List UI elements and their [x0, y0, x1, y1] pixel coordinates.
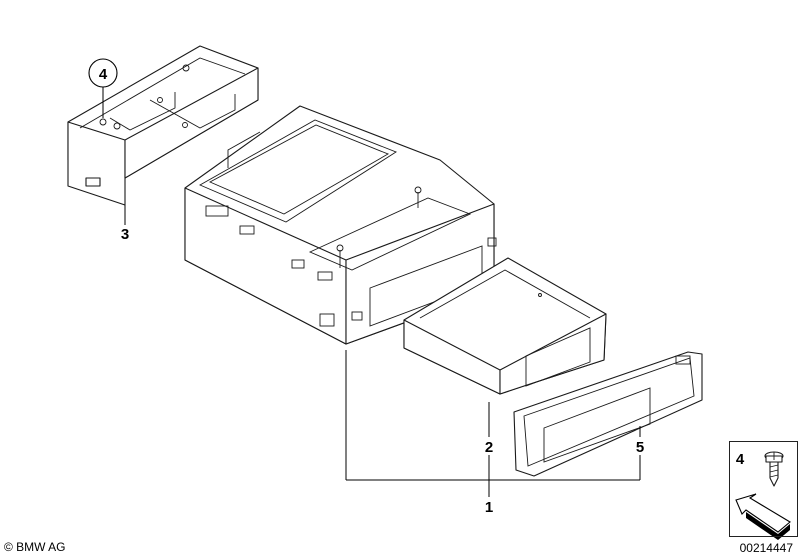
legend-arrow-icon [735, 493, 791, 540]
leader-lines [102, 86, 641, 497]
main-unit [184, 105, 497, 345]
legend-screw: 4 [736, 451, 784, 487]
part-2-label: 2 [485, 439, 493, 456]
copyright-text: © BMW AG [4, 540, 66, 554]
mounting-bracket [67, 45, 259, 206]
tray [403, 257, 607, 395]
part-5-label: 5 [636, 439, 644, 456]
legend-box [729, 441, 798, 537]
part-callouts: 4 3 2 5 1 [88, 58, 644, 516]
document-number: 00214447 [739, 541, 793, 555]
legend-label: 4 [736, 451, 745, 468]
front-cover [513, 351, 703, 477]
part-4-circle [88, 58, 118, 88]
part-4-label: 4 [99, 66, 108, 83]
part-1-label: 1 [485, 499, 493, 516]
part-3-label: 3 [121, 226, 129, 243]
